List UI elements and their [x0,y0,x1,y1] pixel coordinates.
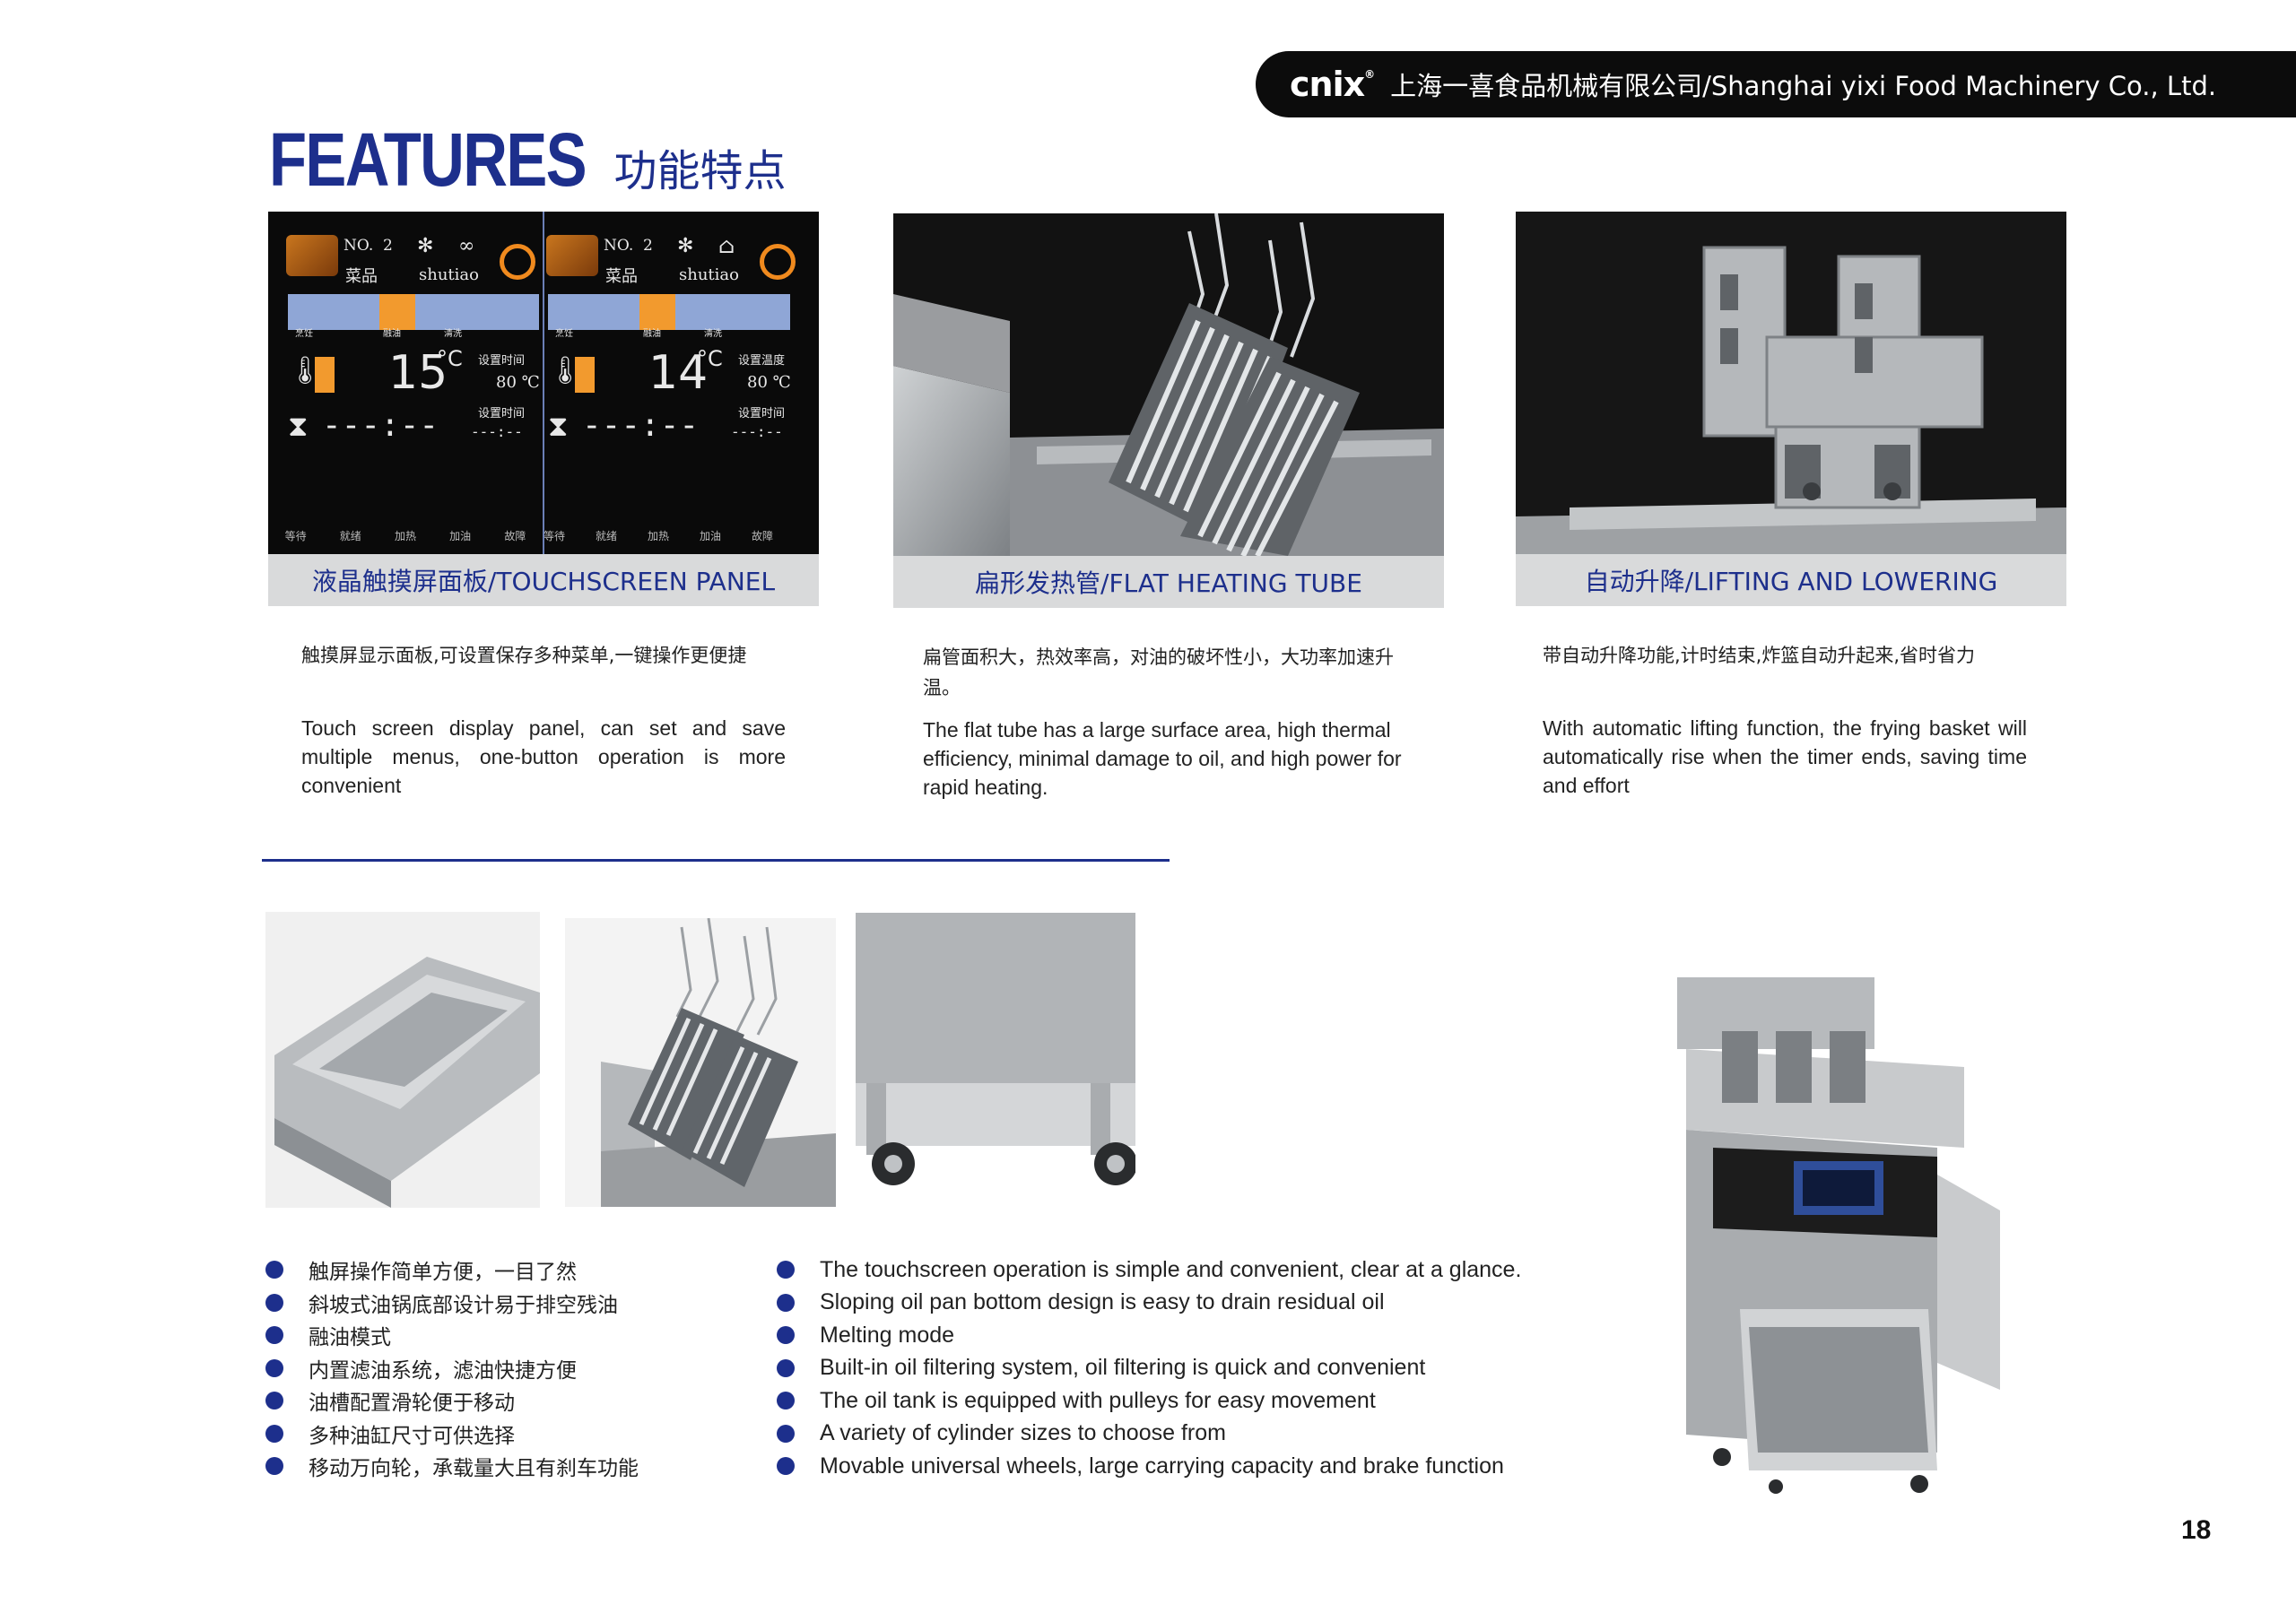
list-item: A variety of cylinder sizes to choose fr… [777,1418,1521,1451]
list-item: Built-in oil filtering system, oil filte… [777,1352,1521,1385]
feature-desc-en: With automatic lifting function, the fry… [1543,716,2027,797]
feature-desc-cn: 扁管面积大，热效率高，对油的破坏性小，大功率加速升温。 [923,646,1394,698]
feature-card-touchscreen: NO. 2 菜品 shutiao ✻ ∞ 烹饪 融油 清洗 🌡 15 °C 设置… [268,212,819,797]
list-item: 斜坡式油锅底部设计易于排空残油 [265,1287,639,1320]
touchscreen-panel-image: NO. 2 菜品 shutiao ✻ ∞ 烹饪 融油 清洗 🌡 15 °C 设置… [268,212,819,554]
touchscreen-right-half: NO. 2 菜品 shutiao ✻ ⌂ 烹饪 融油 清洗 🌡 14 °C 设置… [528,212,803,554]
brand-logo: cnix® [1290,65,1375,104]
touchscreen-left-half: NO. 2 菜品 shutiao ✻ ∞ 烹饪 融油 清洗 🌡 15 °C 设置… [268,212,543,554]
oil-drop-icon[interactable] [379,294,415,330]
thermometer-icon: 🌡 [288,355,323,386]
glasses-icon[interactable]: ∞ [458,235,475,257]
home-icon[interactable]: ⌂ [718,233,735,258]
page-title: FEATURES 功能特点 [269,117,786,204]
feature-desc-cn: 触摸屏显示面板,可设置保存多种菜单,一键操作更便捷 [301,645,747,666]
feature-desc-en: The flat tube has a large surface area, … [923,718,1402,799]
oil-pan-thumbnail [265,912,540,1208]
lifting-illustration [1516,212,2066,554]
hourglass-icon: ⧗ [288,409,309,443]
oil-status-badge [575,357,595,393]
heating-tube-image [893,213,1444,556]
feature-list-en: The touchscreen operation is simple and … [777,1253,1521,1483]
status-indicators: 等待 就绪 加热 加油 故障 [284,530,526,542]
company-header-bar: cnix® 上海一喜食品机械有限公司/Shanghai yixi Food Ma… [1256,51,2296,117]
list-item: 融油模式 [265,1319,639,1352]
feature-caption: 液晶触摸屏面板/TOUCHSCREEN PANEL [268,554,819,606]
feature-list-cn: 触屏操作简单方便，一目了然 斜坡式油锅底部设计易于排空残油 融油模式 内置滤油系… [265,1253,639,1483]
page-title-cn: 功能特点 [613,146,787,196]
food-thumbnail [546,235,598,276]
list-item: Movable universal wheels, large carrying… [777,1450,1521,1483]
fryer-product-image [1668,968,2009,1497]
list-item: 移动万向轮，承载量大且有刹车功能 [265,1450,639,1483]
wheels-thumbnail [856,913,1135,1209]
settings-icon[interactable]: ✻ [417,235,434,257]
company-name: 上海一喜食品机械有限公司/Shanghai yixi Food Machiner… [1390,71,2217,101]
hourglass-icon: ⧗ [548,409,569,443]
list-item: Sloping oil pan bottom design is easy to… [777,1287,1521,1320]
screen-divider [543,212,544,554]
feature-desc-cn: 带自动升降功能,计时结束,炸篮自动升起来,省时省力 [1543,645,1976,666]
list-item: Melting mode [777,1319,1521,1352]
list-item: 油槽配置滑轮便于移动 [265,1384,639,1418]
power-icon[interactable] [500,244,535,280]
feature-card-heating-tube: 扁形发热管/FLAT HEATING TUBE 扁管面积大，热效率高，对油的破坏… [893,213,1444,799]
heating-tube-illustration [893,213,1444,556]
thermometer-icon: 🌡 [548,355,583,386]
status-indicators: 等待 就绪 加热 加油 故障 [543,530,773,542]
basket-thumbnail [565,918,836,1207]
page-title-en: FEATURES [269,117,587,202]
oil-drop-icon[interactable] [639,294,675,330]
list-item: The oil tank is equipped with pulleys fo… [777,1384,1521,1418]
feature-caption: 自动升降/LIFTING AND LOWERING [1516,554,2066,606]
list-item: The touchscreen operation is simple and … [777,1253,1521,1287]
list-item: 触屏操作简单方便，一目了然 [265,1253,639,1287]
lifting-image [1516,212,2066,554]
feature-card-lifting: 自动升降/LIFTING AND LOWERING 带自动升降功能,计时结束,炸… [1516,212,2066,797]
page-number: 18 [2181,1515,2212,1545]
feature-caption: 扁形发热管/FLAT HEATING TUBE [893,556,1444,608]
feature-desc-en: Touch screen display panel, can set and … [301,716,786,797]
list-item: 多种油缸尺寸可供选择 [265,1418,639,1451]
food-thumbnail [286,235,338,276]
list-item: 内置滤油系统，滤油快捷方便 [265,1352,639,1385]
oil-status-badge [315,357,335,393]
power-icon[interactable] [760,244,796,280]
settings-icon[interactable]: ✻ [677,235,694,257]
section-divider [262,859,1170,862]
